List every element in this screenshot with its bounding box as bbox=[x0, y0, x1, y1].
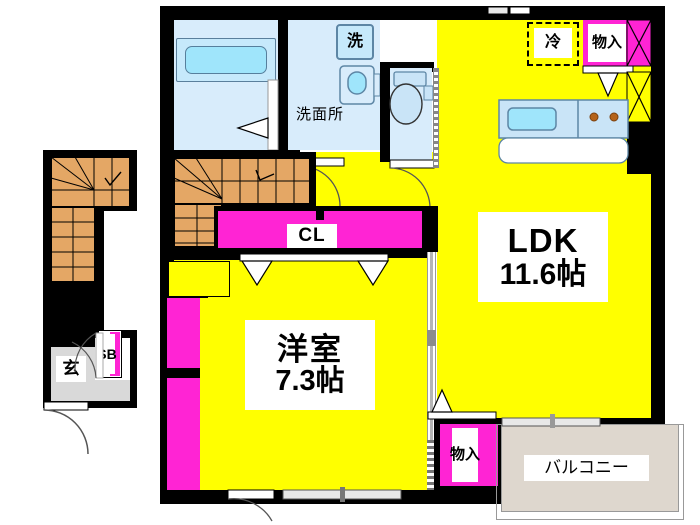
bedroom-label-name: 洋室 bbox=[277, 331, 343, 367]
toilet-ldk-partition bbox=[433, 68, 439, 168]
balcony-label: バルコニー bbox=[524, 455, 649, 481]
storage-bottom-label: 物入 bbox=[450, 428, 480, 482]
washer-space-box bbox=[336, 24, 374, 60]
cl-closet-label: CL bbox=[287, 224, 337, 248]
bedroom-label-size: 7.3帖 bbox=[275, 365, 345, 398]
toilet-left-wall bbox=[380, 62, 390, 162]
outer-wall-top bbox=[160, 6, 665, 20]
bedroom-left-closet-inner-yellow bbox=[200, 298, 210, 490]
toilet-top-wall bbox=[380, 62, 434, 72]
cl-closet-divider bbox=[316, 206, 324, 220]
fridge-space-label: 冷 bbox=[534, 28, 572, 58]
ldk-bedroom-sliding-door bbox=[427, 252, 436, 490]
ldk-bedroom-sliding-door-handle bbox=[427, 330, 436, 346]
bathtub-inner bbox=[185, 46, 267, 74]
ldk-kitchen-wall-stub bbox=[627, 160, 651, 174]
storage-top-label: 物入 bbox=[588, 24, 626, 62]
meter-box-accent bbox=[110, 332, 120, 376]
washer-space-label: 洗 bbox=[346, 32, 363, 50]
bedroom-notch bbox=[168, 261, 230, 297]
washroom-label: 洗面所 bbox=[295, 106, 344, 124]
ldk-bedroom-door-rail bbox=[427, 440, 436, 490]
bedroom-left-closet-lower bbox=[167, 378, 200, 490]
outer-wall-right bbox=[651, 6, 665, 504]
hall-wall-stub bbox=[168, 246, 216, 260]
bedroom-left-closet-divider bbox=[160, 368, 204, 378]
ldk-label-size: 11.6帖 bbox=[499, 257, 587, 291]
ldk-label-name: LDK bbox=[507, 221, 579, 259]
bedroom-left-closet-upper bbox=[167, 298, 200, 368]
bath-wash-divider bbox=[278, 20, 288, 150]
ldk-bedroom-wall-top bbox=[424, 206, 438, 252]
